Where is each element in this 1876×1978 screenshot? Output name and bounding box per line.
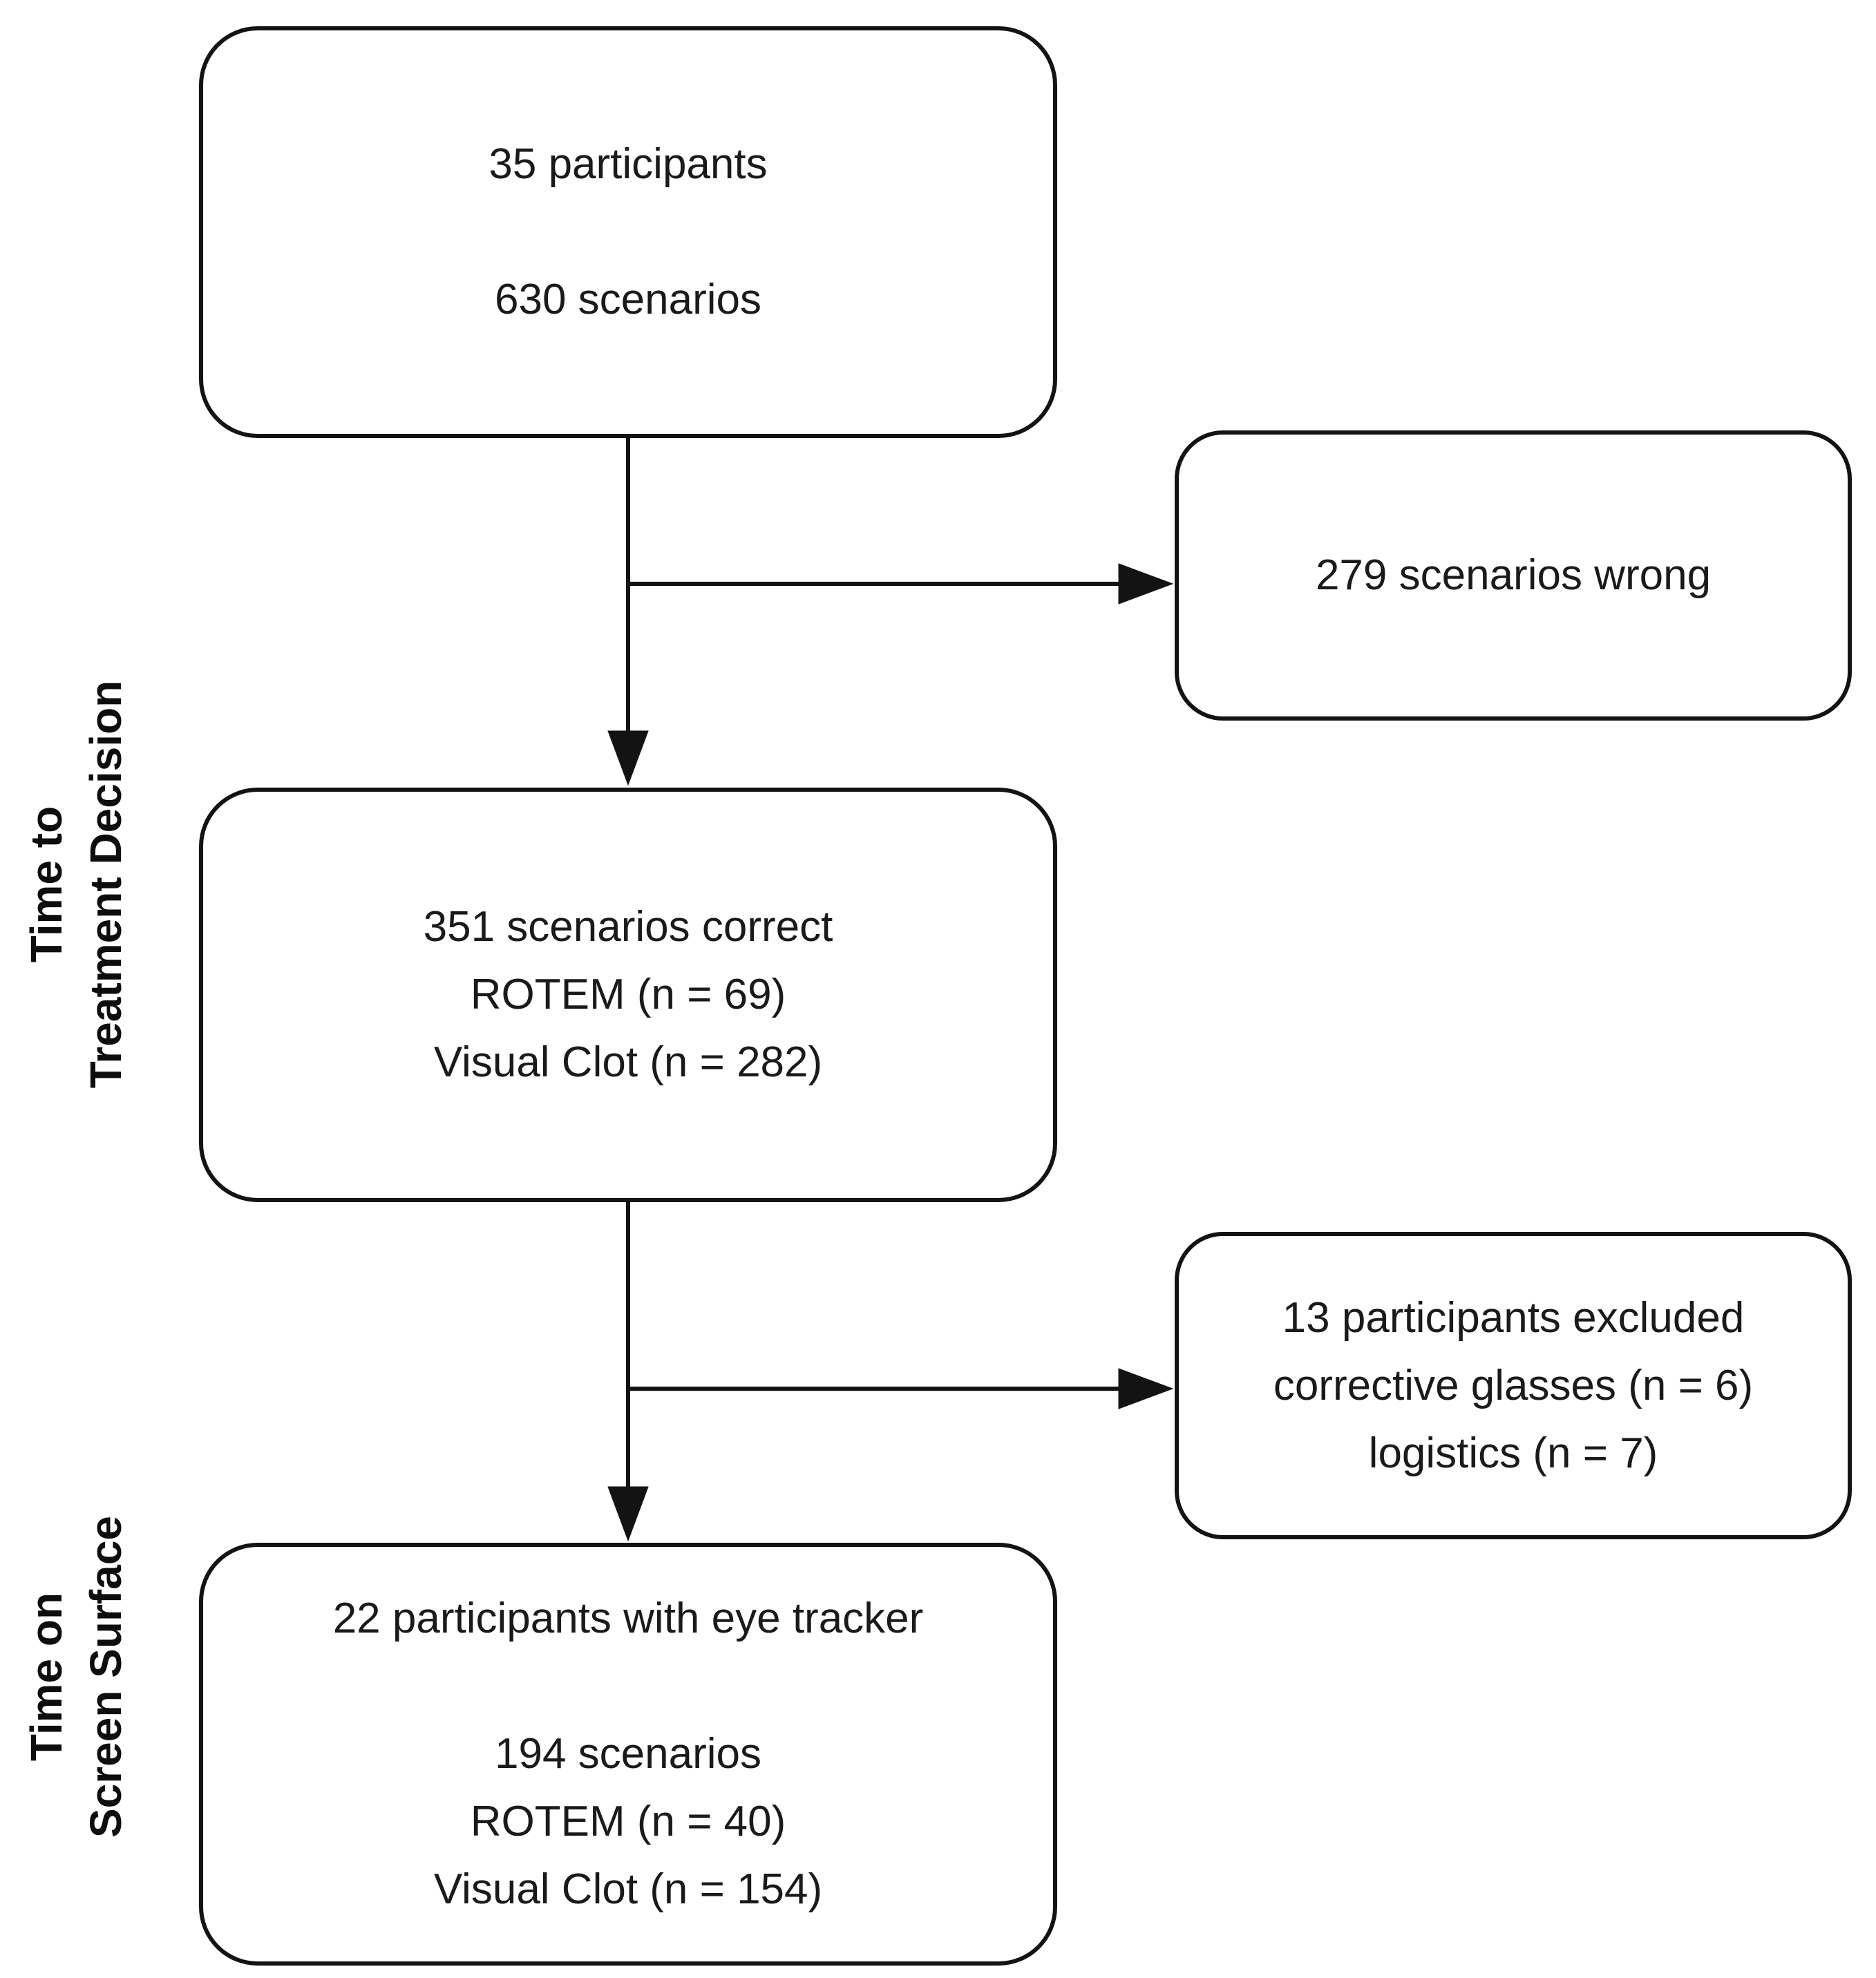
side-label-line: Time on [21, 1592, 71, 1762]
excluded-logistics-text: logistics (n = 7) [1368, 1429, 1658, 1477]
box-enrollment: 35 participants 630 scenarios [199, 26, 1057, 438]
side-label-time-on-screen-surface: Time on Screen Surface [14, 1483, 138, 1870]
side-label-line: Screen Surface [81, 1515, 131, 1838]
eyetracker-visualclot-text: Visual Clot (n = 154) [433, 1865, 823, 1913]
arrow-enrollment-to-correct-head [607, 730, 649, 786]
box-scenarios-wrong: 279 scenarios wrong [1175, 430, 1852, 721]
scenarios-correct-rotem-text: ROTEM (n = 69) [470, 971, 786, 1018]
eyetracker-rotem-text: ROTEM (n = 40) [470, 1798, 786, 1845]
arrow-branch-to-excluded-head [1118, 1368, 1174, 1409]
excluded-glasses-text: corrective glasses (n = 6) [1273, 1361, 1754, 1409]
box-eye-tracker: 22 participants with eye tracker 194 sce… [199, 1543, 1057, 1966]
scenarios-correct-visualclot-text: Visual Clot (n = 282) [433, 1038, 823, 1086]
enrollment-participants-text: 35 participants [489, 140, 768, 188]
scenarios-wrong-text: 279 scenarios wrong [1315, 551, 1712, 599]
arrow-branch-to-wrong-head [1118, 563, 1174, 605]
scenarios-correct-text: 351 scenarios correct [423, 903, 833, 951]
side-label-time-to-treatment-decision: Time to Treatment Decision [14, 681, 138, 1088]
box-participants-excluded: 13 participants excluded corrective glas… [1175, 1232, 1852, 1539]
arrow-correct-to-eyetracker-head [607, 1486, 649, 1542]
eyetracker-participants-text: 22 participants with eye tracker [332, 1595, 924, 1642]
eyetracker-scenarios-text: 194 scenarios [494, 1730, 762, 1778]
side-label-line: Time to [21, 806, 71, 963]
box-scenarios-correct: 351 scenarios correct ROTEM (n = 69) Vis… [199, 788, 1057, 1202]
enrollment-scenarios-text: 630 scenarios [494, 276, 762, 323]
side-label-line: Treatment Decision [81, 680, 131, 1089]
excluded-participants-text: 13 participants excluded [1282, 1293, 1745, 1342]
